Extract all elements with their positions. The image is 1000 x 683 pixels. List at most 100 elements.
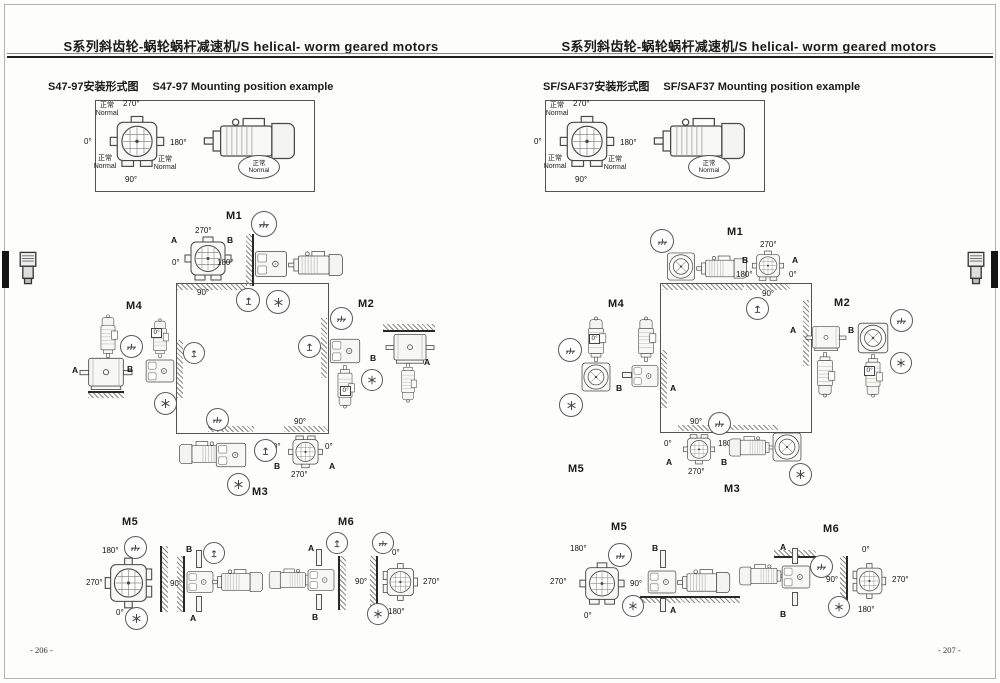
angle-label: 180° <box>102 546 119 555</box>
callout-bubble <box>890 352 912 374</box>
zero-degree-badge: 0° <box>340 386 352 396</box>
motor-vertical-view <box>817 352 836 398</box>
page-title-right: S系列斜齿轮-蜗轮蜗杆减速机/S helical- worm geared mo… <box>561 39 937 54</box>
shaft-end-label: B <box>227 235 234 245</box>
callout-bubble <box>746 297 769 320</box>
gearmotor-front-view <box>380 562 420 602</box>
flanged-gearbox-front-view <box>857 322 889 354</box>
shaft-end-label: B <box>616 383 623 393</box>
callout-bubble <box>708 412 731 435</box>
drain-plug-icon <box>234 479 243 490</box>
wall-hatch <box>661 350 667 408</box>
ceiling-hatch <box>383 324 435 330</box>
shaft-end-label: A <box>780 542 787 552</box>
gearmotor-front-view <box>682 432 716 466</box>
shaft-stub <box>660 598 666 612</box>
wall-hatch <box>177 556 183 612</box>
ceiling-line <box>383 330 435 332</box>
angle-label: 270° <box>760 240 777 249</box>
wall-line <box>376 556 378 610</box>
oil-level-plug-icon <box>656 237 668 245</box>
ceiling-hatch <box>728 425 778 430</box>
shaft-end-label: A <box>190 613 197 623</box>
mounting-surface-hatch <box>88 393 124 398</box>
wall-hatch <box>803 300 809 366</box>
edge-tab-right <box>991 251 998 288</box>
wall-hatch <box>840 556 846 608</box>
gearbox-side-view <box>254 251 288 277</box>
callout-bubble <box>372 532 394 554</box>
angle-label: 0° <box>116 608 124 617</box>
wall-hatch <box>340 556 346 610</box>
mounting-position-label: M6 <box>338 516 355 528</box>
callout-bubble <box>622 595 644 617</box>
angle-label: 0° <box>862 545 870 554</box>
vent-plug-icon <box>754 305 761 313</box>
motor-vertical-view <box>401 363 417 403</box>
angle-label: 180° <box>570 544 587 553</box>
page-title-left: S系列斜齿轮-蜗轮蜗杆减速机/S helical- worm geared mo… <box>63 39 439 54</box>
drain-plug-icon <box>796 469 805 480</box>
shaft-end-label: A <box>424 357 431 367</box>
vent-plug-icon <box>191 350 197 358</box>
motor-vertical-view <box>153 318 169 358</box>
vent-plug-icon <box>262 447 269 455</box>
callout-bubble <box>266 290 290 314</box>
callout-bubble <box>254 439 277 462</box>
oil-level-plug-icon <box>614 551 626 559</box>
header-rule-thin <box>7 53 993 54</box>
angle-label: 90° <box>826 575 839 584</box>
shaft-stub <box>196 596 202 612</box>
oil-level-plug-icon <box>212 416 223 424</box>
angle-label: 180° <box>170 138 187 147</box>
drain-plug-icon <box>373 609 383 619</box>
angle-label: 90° <box>294 417 307 426</box>
zero-degree-badge: 0° <box>589 334 601 344</box>
mounting-position-label: M3 <box>252 486 269 498</box>
wall-hatch <box>177 340 183 398</box>
callout-bubble <box>608 543 632 567</box>
drain-plug-icon <box>628 601 638 611</box>
oil-level-plug-icon <box>564 346 576 354</box>
mounting-position-label: M5 <box>122 516 139 528</box>
wall-line <box>338 556 340 610</box>
ceiling-hatch <box>284 426 328 432</box>
callout-bubble <box>330 307 353 330</box>
motor-side-view <box>728 436 774 457</box>
mounting-position-label: M1 <box>226 210 243 222</box>
shaft-end-label: A <box>171 235 178 245</box>
callout-bubble <box>206 408 229 431</box>
page-number-right: - 207 - <box>938 645 961 655</box>
mounting-surface-hatch <box>746 284 790 290</box>
callout-bubble <box>810 555 833 578</box>
gearbox-side-view <box>307 569 335 591</box>
wall-hatch <box>162 546 168 612</box>
shaft-stub <box>792 548 798 564</box>
shaft-end-label: B <box>848 325 855 335</box>
motor-side-view <box>738 564 786 586</box>
oil-level-plug-icon <box>378 540 388 547</box>
shaft-end-label: A <box>72 365 79 375</box>
shaft-end-label: B <box>780 609 787 619</box>
mounting-surface-hatch <box>177 284 247 290</box>
mounting-surface-hatch <box>662 284 744 290</box>
motor-side-view <box>288 251 343 276</box>
gearbox-side-view <box>145 359 175 383</box>
angle-label: 270° <box>195 226 212 235</box>
wall-hatch <box>321 318 327 378</box>
wall-line <box>160 546 162 612</box>
callout-bubble <box>236 288 260 312</box>
ceiling-hatch <box>678 425 722 431</box>
shaft-end-label: A <box>670 383 677 393</box>
shaft-end-label: A <box>666 457 673 467</box>
angle-label: 90° <box>762 289 775 298</box>
ceiling-hatch <box>208 426 254 432</box>
drain-plug-icon <box>834 602 844 612</box>
mounting-position-label: M2 <box>358 298 375 310</box>
callout-bubble <box>154 392 177 415</box>
vent-plug-icon <box>244 296 252 305</box>
